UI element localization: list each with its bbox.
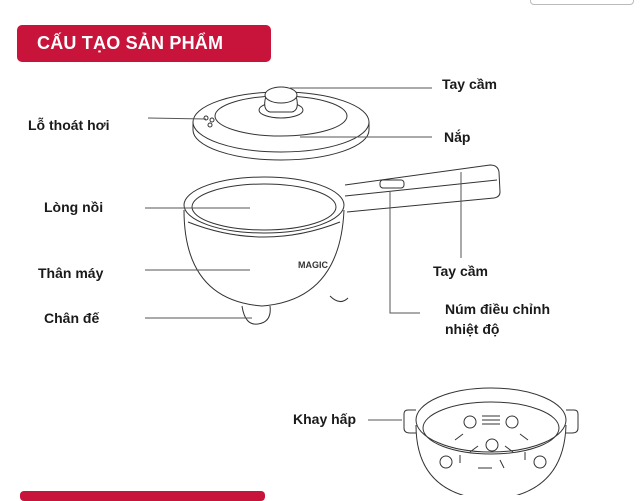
leader-lines xyxy=(145,87,462,421)
label-pot-handle: Tay cầm xyxy=(433,263,488,279)
label-lid-handle: Tay cầm xyxy=(442,76,497,92)
steamer-drawing xyxy=(403,387,579,495)
label-temp-knob-line2: nhiệt độ xyxy=(445,321,500,337)
label-body: Thân máy xyxy=(38,265,104,281)
lid-drawing xyxy=(192,86,370,161)
section-title: CẤU TẠO SẢN PHẨM xyxy=(37,33,224,53)
label-steam-vent: Lỗ thoát hơi xyxy=(28,117,110,133)
label-lid: Nắp xyxy=(444,129,471,145)
section-header: CẤU TẠO SẢN PHẨM xyxy=(17,25,271,62)
label-base-feet: Chân đế xyxy=(44,310,100,326)
next-section-header xyxy=(20,491,265,501)
label-steamer-tray: Khay hấp xyxy=(293,411,357,427)
label-temp-knob-line1: Núm điều chỉnh xyxy=(445,301,550,317)
top-edge-element xyxy=(530,0,634,5)
label-inner-pot: Lòng nồi xyxy=(44,199,104,215)
brand-logo: MAGIC xyxy=(298,260,328,270)
